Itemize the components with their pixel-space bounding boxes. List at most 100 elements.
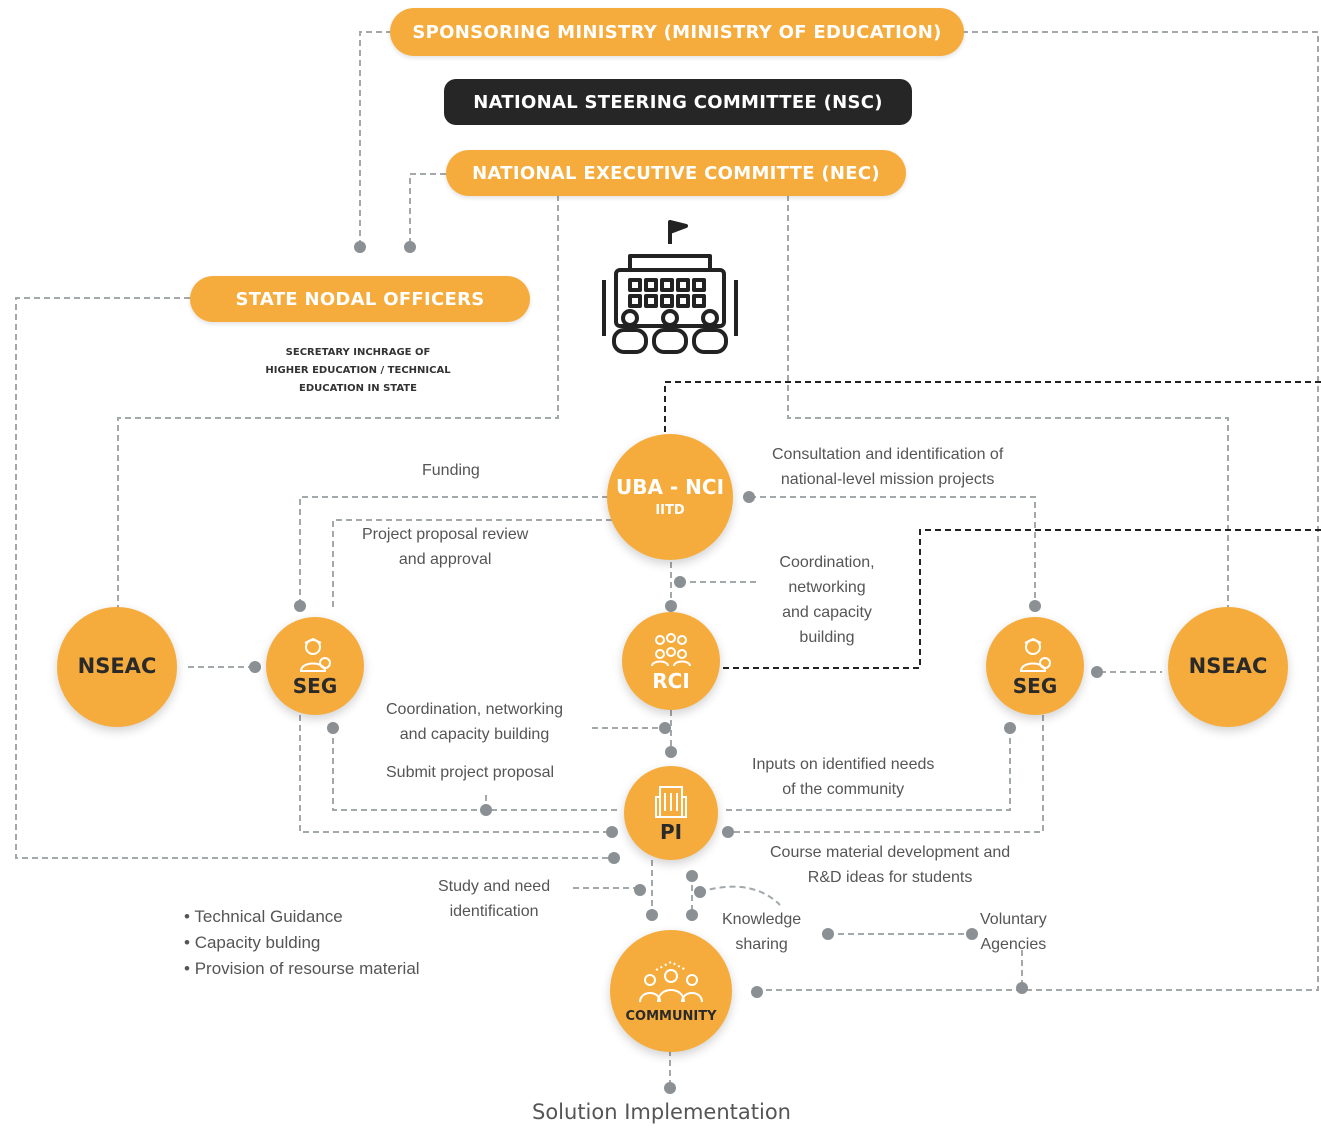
sponsoring-ministry-box: SPONSORING MINISTRY (MINISTRY OF EDUCATI… — [390, 8, 964, 56]
connector — [757, 31, 1319, 991]
list-item: Provision of resourse material — [184, 956, 420, 982]
connector-dot — [686, 870, 698, 882]
label-line: Consultation and identification of — [772, 446, 1004, 463]
community-icon — [639, 960, 703, 1003]
funding-label: Funding — [422, 462, 480, 479]
rci-node: RCI — [622, 612, 720, 710]
label-line: Course material development and — [770, 844, 1011, 861]
connector-dot — [722, 826, 734, 838]
community-support-list: Technical Guidance Capacity bulding Prov… — [184, 904, 420, 982]
state-nodal-note: SECRETARY INCHRAGE OF HIGHER EDUCATION /… — [238, 344, 478, 398]
list-item: Technical Guidance — [184, 904, 420, 930]
national-steering-committee-box: NATIONAL STEERING COMMITTEE (NSC) — [444, 79, 912, 125]
note-line: SECRETARY INCHRAGE OF — [285, 347, 431, 358]
connector — [722, 728, 1011, 811]
connector-dot — [294, 600, 306, 612]
label-line: Inputs on identified needs — [752, 756, 935, 773]
nseac-right-node: NSEAC — [1168, 607, 1288, 727]
connector — [332, 519, 612, 607]
connector-dot — [608, 852, 620, 864]
label-line: and capacity building — [399, 726, 550, 743]
label-line: of the community — [782, 781, 905, 798]
community-label: COMMUNITY — [625, 1008, 717, 1024]
seg-left-node: SEG — [266, 617, 364, 715]
connector — [573, 887, 639, 890]
coordination-left-label: Coordination, networking and capacity bu… — [386, 697, 563, 747]
connector — [299, 496, 608, 605]
connector-dot — [743, 491, 755, 503]
community-node: COMMUNITY — [610, 930, 732, 1052]
label-line: Agencies — [980, 936, 1047, 953]
connector — [699, 885, 781, 906]
submit-proposal-label: Submit project proposal — [386, 764, 555, 781]
connector — [299, 715, 612, 833]
graduate-icon — [299, 637, 331, 672]
building-icon — [655, 786, 687, 818]
inputs-label: Inputs on identified needs of the commun… — [752, 752, 934, 802]
school-building-icon — [602, 220, 738, 354]
national-executive-committee-box: NATIONAL EXECUTIVE COMMITTE (NEC) — [446, 150, 906, 196]
pi-label: PI — [659, 820, 683, 844]
connector — [15, 297, 612, 859]
state-nodal-officers-box: STATE NODAL OFFICERS — [190, 276, 530, 322]
connector-dark — [664, 381, 1321, 433]
connector-dot — [665, 600, 677, 612]
label-line: national-level mission projects — [780, 471, 995, 488]
nseac-left-node: NSEAC — [57, 607, 177, 727]
connector — [117, 195, 559, 608]
uba-nci-title: UBA - NCI — [615, 474, 725, 499]
label-line: Coordination, — [779, 554, 875, 571]
connector-dot — [327, 722, 339, 734]
connector — [409, 173, 446, 245]
connector-dot — [354, 241, 366, 253]
connector-dot — [1016, 982, 1028, 994]
connector-dot — [966, 928, 978, 940]
knowledge-sharing-label: Knowledge sharing — [722, 907, 801, 957]
connector-dot — [822, 928, 834, 940]
connector-dot — [674, 576, 686, 588]
label-line: Project proposal review — [362, 526, 529, 543]
voluntary-agencies-label: Voluntary Agencies — [980, 907, 1047, 957]
connector-dot — [249, 661, 261, 673]
label-line: Voluntary — [980, 911, 1047, 928]
label-line: Knowledge — [722, 911, 802, 928]
note-line: EDUCATION IN STATE — [299, 383, 417, 394]
connector — [787, 195, 1229, 608]
connector-dot — [404, 241, 416, 253]
connector — [359, 31, 392, 245]
connector-dot — [751, 986, 763, 998]
connector — [750, 496, 1036, 605]
seg-right-label: SEG — [1012, 674, 1058, 698]
connector-dot — [694, 886, 706, 898]
label-line: networking — [788, 579, 866, 596]
course-material-label: Course material development and R&D idea… — [770, 840, 1010, 890]
connector-dot — [634, 884, 646, 896]
consultation-label: Consultation and identification of natio… — [772, 442, 1003, 492]
group-icon — [651, 633, 691, 667]
nseac-left-label: NSEAC — [77, 654, 157, 679]
label-line: and approval — [398, 551, 492, 568]
rci-label: RCI — [652, 669, 690, 693]
connector — [332, 728, 620, 811]
nseac-right-label: NSEAC — [1188, 654, 1268, 679]
pi-node: PI — [624, 766, 718, 860]
connector-dark — [722, 529, 1321, 669]
list-item: Capacity bulding — [184, 930, 420, 956]
label-line: sharing — [735, 936, 788, 953]
connector-dot — [664, 1082, 676, 1094]
label-line: and capacity — [782, 604, 872, 621]
label-line: Coordination, networking — [386, 701, 563, 718]
label-line: building — [799, 629, 855, 646]
seg-left-label: SEG — [292, 674, 338, 698]
label-line: Study and need — [438, 878, 551, 895]
connector-dot — [665, 746, 677, 758]
graduate-icon — [1019, 637, 1051, 672]
solution-implementation-label: Solution Implementation — [532, 1100, 791, 1124]
coordination-right-label: Coordination, networking and capacity bu… — [768, 550, 886, 650]
connector-dot — [480, 804, 492, 816]
label-line: identification — [449, 903, 539, 920]
proposal-review-label: Project proposal review and approval — [362, 522, 528, 572]
connector-dot — [659, 722, 671, 734]
